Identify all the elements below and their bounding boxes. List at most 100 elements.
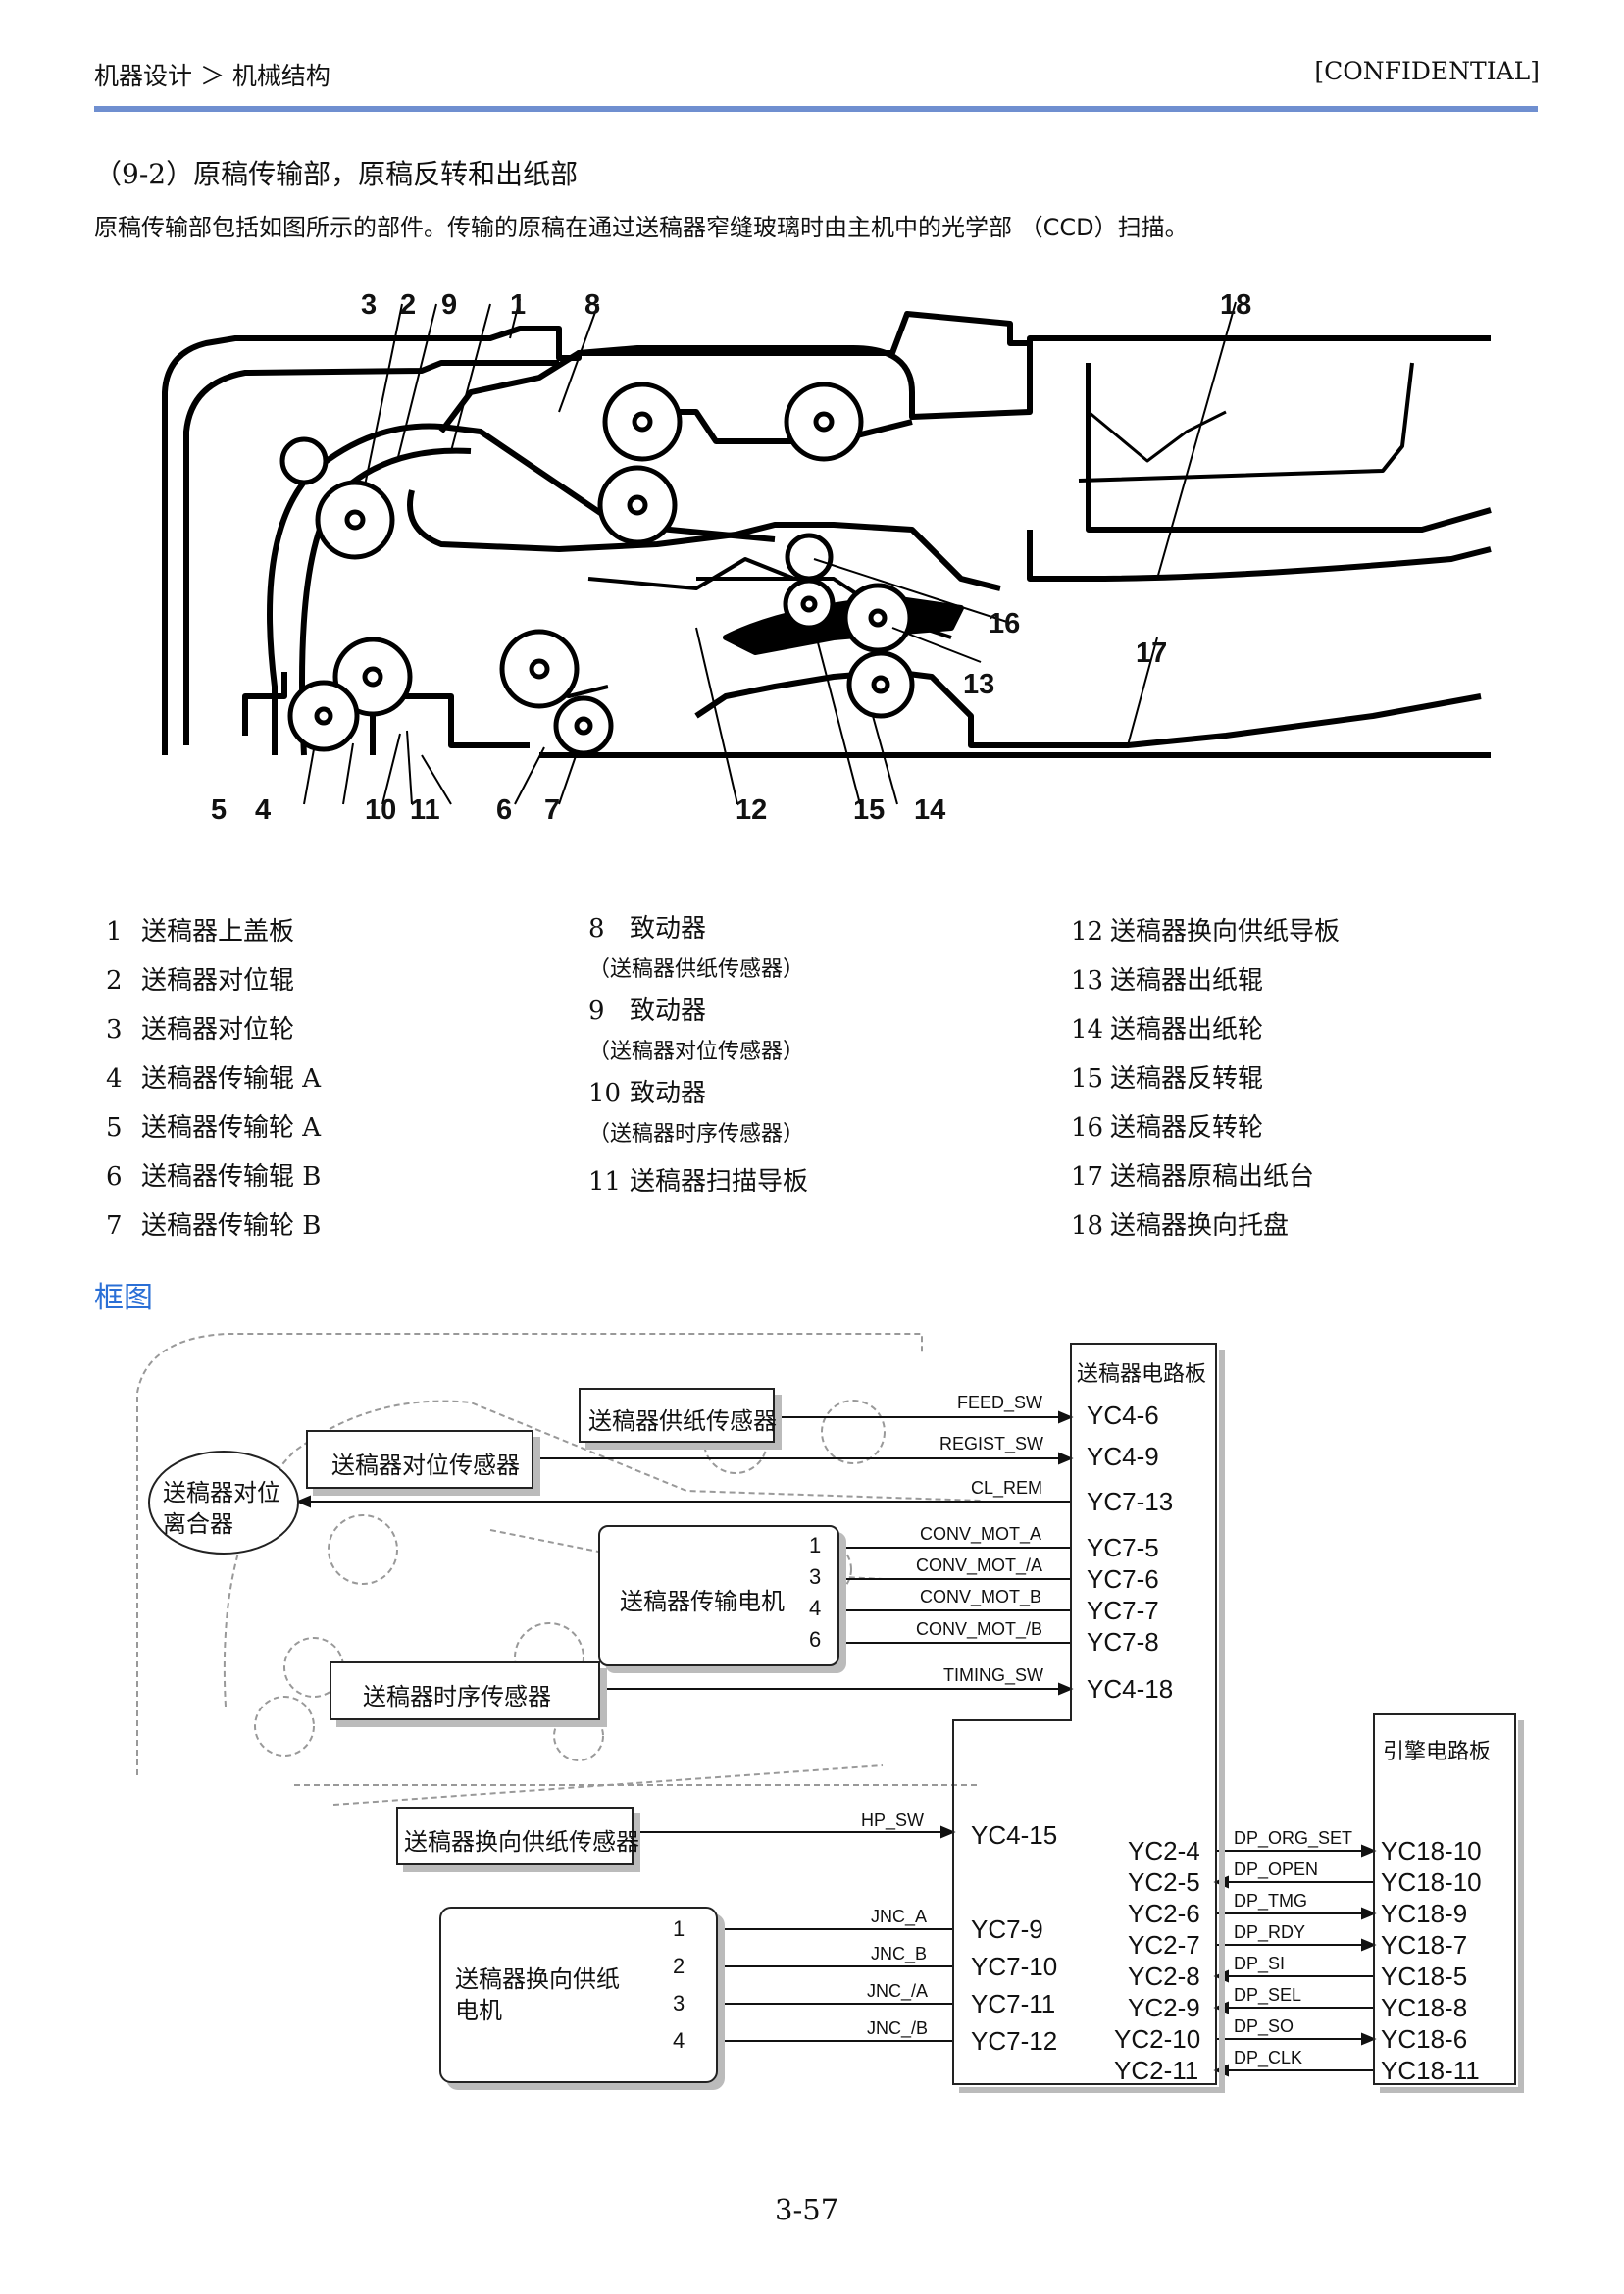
callout-18: 18 [1220,289,1252,321]
part-name: 致动器 [630,996,707,1026]
signal-label: DP_SO [1234,2016,1294,2036]
dp-pin: YC2-7 [1128,1930,1200,1960]
engine-pin: YC18-9 [1381,1899,1468,1928]
signal-label: JNC_/A [867,1981,929,2001]
header-rule [94,106,1538,112]
part-num: 10 [588,1079,622,1108]
part-num: 18 [1071,1211,1104,1241]
part-num: 4 [106,1064,123,1094]
callout-11: 11 [410,794,440,826]
conv-motor-pin: 6 [809,1627,822,1652]
callout-15: 15 [853,794,886,826]
part-name: 送稿器传输辊 A [141,1064,322,1094]
callout-1: 1 [510,289,527,321]
signal-label: CONV_MOT_/A [916,1555,1043,1575]
jnc-motor-label-2: 电机 [455,1997,502,2024]
part-sub: （送稿器对位传感器） [588,1040,805,1064]
dp-pin: YC7-11 [971,1989,1056,2018]
part-name: 送稿器换向供纸导板 [1110,917,1341,946]
timing-sensor-box: 送稿器时序传感器 [330,1661,600,1720]
part-name: 送稿器扫描导板 [630,1167,809,1197]
callout-6: 6 [496,794,513,826]
part-num: 15 [1071,1064,1104,1094]
part-name: 送稿器对位轮 [141,1015,295,1045]
confidential-label: [CONFIDENTIAL] [1314,57,1540,85]
part-row: 10 致动器 [588,1072,808,1115]
callout-3: 3 [361,289,378,321]
part-row: 8 致动器 [588,907,808,950]
part-num: 16 [1071,1113,1104,1143]
part-row: 4 送稿器传输辊 A [106,1054,321,1103]
callout-10: 10 [365,794,397,826]
signal-label: CONV_MOT_B [920,1587,1042,1606]
jnc-motor-pin: 1 [673,1916,685,1941]
dp-pin: YC4-15 [971,1820,1058,1850]
callout-17: 17 [1136,637,1168,669]
part-sub: （送稿器供纸传感器） [588,957,805,982]
part-name: 送稿器出纸辊 [1110,966,1264,995]
signal-label: REGIST_SW [939,1434,1044,1453]
part-num: 11 [588,1167,622,1197]
signal-label: FEED_SW [957,1393,1043,1412]
breadcrumb: 机器设计 ＞ 机械结构 [94,62,330,90]
engine-pin: YC18-6 [1381,2024,1468,2054]
dp-pin: YC7-8 [1087,1627,1159,1657]
jnc-motor-pin: 4 [673,2028,685,2053]
dp-pin: YC2-6 [1128,1899,1200,1928]
conv-motor-pin: 1 [809,1533,822,1557]
part-name: 致动器 [630,914,707,943]
clutch-label-1: 送稿器对位 [163,1479,280,1506]
conv-motor-pin: 4 [809,1596,822,1620]
clutch-label-2: 离合器 [163,1510,233,1538]
signal-label: DP_OPEN [1234,1860,1319,1879]
dp-board-label: 送稿器电路板 [1077,1362,1207,1387]
signal-label: DP_SEL [1234,1985,1302,2005]
callout-2: 2 [400,289,417,321]
mechanism-diagram: 3 2 9 1 8 18 16 13 17 5 4 10 11 6 7 12 1… [147,284,1500,834]
feed-sensor-label: 送稿器供纸传感器 [588,1407,777,1435]
signal-label: TIMING_SW [943,1665,1043,1685]
conv-motor-box: 送稿器传输电机 [598,1525,839,1666]
part-row: 1 送稿器上盖板 [106,907,321,956]
part-name: 送稿器上盖板 [141,917,295,946]
dp-pin: YC2-4 [1128,1836,1200,1865]
engine-pin: YC18-10 [1381,1836,1482,1865]
part-name: 致动器 [630,1079,707,1108]
part-name: 送稿器原稿出纸台 [1110,1162,1315,1192]
dp-pin: YC7-10 [971,1952,1058,1981]
engine-pin: YC18-8 [1381,1993,1468,2022]
part-num: 2 [106,966,123,995]
part-name: 送稿器换向托盘 [1110,1211,1290,1241]
part-num: 12 [1071,917,1104,946]
dp-pin: YC2-8 [1128,1962,1200,1991]
part-name: 送稿器传输轮 A [141,1113,322,1143]
dp-pin: YC7-5 [1087,1533,1159,1562]
part-num: 13 [1071,966,1104,995]
dp-pin: YC4-18 [1087,1674,1174,1704]
dp-pin: YC7-13 [1087,1487,1174,1516]
jnc-motor-box: 送稿器换向供纸 电机 [439,1907,718,2083]
callout-16: 16 [989,608,1021,639]
conv-motor-label: 送稿器传输电机 [620,1588,785,1615]
mechanism-drawing [162,298,1492,805]
part-num: 8 [588,914,605,943]
dp-pin: YC2-5 [1128,1867,1200,1897]
callout-14: 14 [914,794,946,826]
part-num: 1 [106,917,123,946]
signal-label: DP_RDY [1234,1922,1306,1942]
signal-label: CONV_MOT_A [920,1524,1042,1544]
signal-label: JNC_A [871,1907,928,1926]
